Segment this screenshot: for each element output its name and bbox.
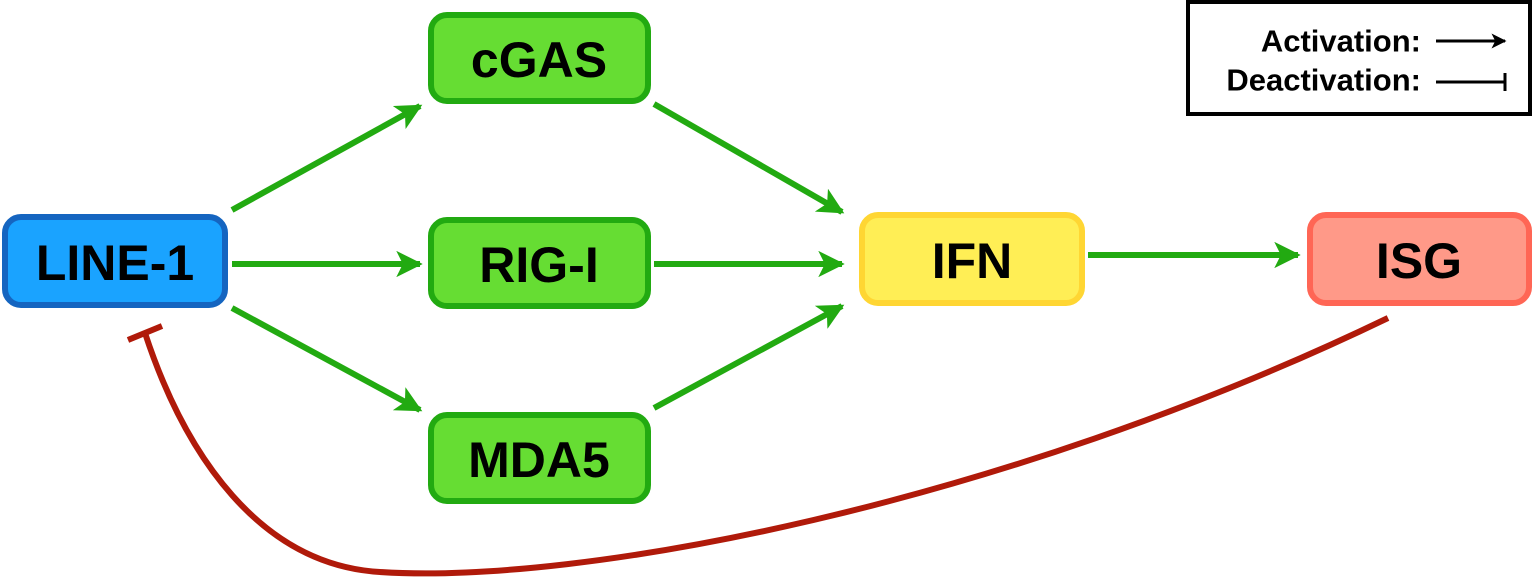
- edge-cgas-ifn: [652, 101, 845, 215]
- node-label: MDA5: [468, 432, 610, 488]
- node-ifn: IFN: [859, 212, 1085, 306]
- node-isg: ISG: [1307, 212, 1532, 306]
- edge-mda5-ifn: [652, 303, 845, 411]
- node-rigi: RIG-I: [428, 217, 651, 309]
- node-line1: LINE-1: [2, 214, 228, 308]
- legend-activation-label: Activation:: [1261, 24, 1421, 59]
- edge-isg-line1-inhibition: [142, 315, 1390, 577]
- node-mda5: MDA5: [428, 412, 651, 504]
- edge-line1-mda5: [230, 305, 423, 413]
- inhibition-bar: [126, 323, 164, 343]
- node-cgas: cGAS: [428, 12, 651, 104]
- edge-line1-cgas: [230, 103, 423, 213]
- node-label: RIG-I: [479, 237, 598, 293]
- legend-deactivation-label: Deactivation:: [1226, 63, 1421, 98]
- node-label: LINE-1: [36, 235, 194, 291]
- node-label: cGAS: [471, 32, 607, 88]
- legend: Activation: Deactivation:: [1186, 0, 1532, 116]
- node-label: IFN: [932, 233, 1013, 289]
- node-label: ISG: [1376, 233, 1462, 289]
